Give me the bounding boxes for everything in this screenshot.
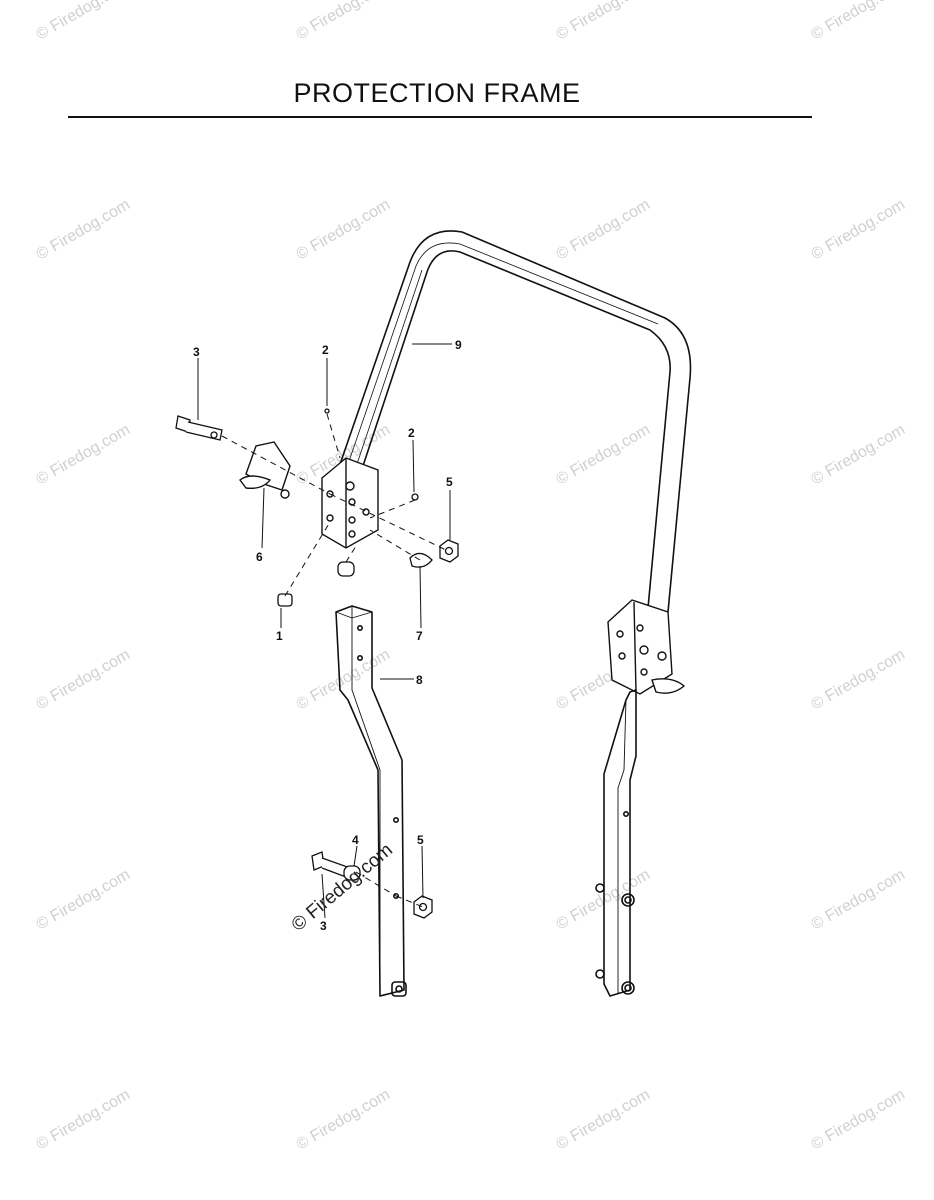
watermark-text: © Firedog.com xyxy=(809,421,909,488)
callout-number: 1 xyxy=(276,629,283,643)
hardware xyxy=(175,408,459,919)
left-pivot-bracket xyxy=(321,457,379,549)
watermark-text: © Firedog.com xyxy=(809,1086,909,1153)
left-lower-leg xyxy=(335,605,407,997)
watermark-layer: © Firedog.com © Firedog.com © Firedog.co… xyxy=(34,0,909,1153)
callout-number: 3 xyxy=(320,919,327,933)
leader-lines xyxy=(197,343,452,919)
upper-roll-bar xyxy=(337,230,692,613)
callout-number: 9 xyxy=(455,338,462,352)
watermark-text: © Firedog.com xyxy=(34,421,134,488)
watermark-text: © Firedog.com xyxy=(809,646,909,713)
watermark-text: © Firedog.com xyxy=(34,646,134,713)
callout-number: 6 xyxy=(256,550,263,564)
callout-number: 5 xyxy=(417,833,424,847)
right-pivot-bracket xyxy=(607,599,686,695)
callout-number: 4 xyxy=(352,833,359,847)
watermark-text-prominent: © Firedog.com xyxy=(288,839,397,935)
watermark-text: © Firedog.com xyxy=(554,0,654,43)
watermark-text: © Firedog.com xyxy=(294,0,394,43)
watermark-text: © Firedog.com xyxy=(809,196,909,263)
page-title: PROTECTION FRAME xyxy=(293,78,581,108)
callout-number: 7 xyxy=(416,629,423,643)
assembly-lines xyxy=(221,413,449,908)
callout-number: 5 xyxy=(446,475,453,489)
watermark-text: © Firedog.com xyxy=(294,1086,394,1153)
watermark-text: © Firedog.com xyxy=(34,866,134,933)
watermark-text: © Firedog.com xyxy=(34,0,134,43)
callout-number: 8 xyxy=(416,673,423,687)
watermark-text: © Firedog.com xyxy=(294,196,394,263)
watermark-text: © Firedog.com xyxy=(34,1086,134,1153)
watermark-text: © Firedog.com xyxy=(554,421,654,488)
right-lower-leg xyxy=(595,689,637,997)
callout-number: 2 xyxy=(322,343,329,357)
callout-number: 2 xyxy=(408,426,415,440)
callout-number: 3 xyxy=(193,345,200,359)
latch-plate xyxy=(239,441,291,499)
callout-labels: 3 2 9 2 5 6 1 7 8 4 5 3 xyxy=(193,338,462,933)
watermark-text: © Firedog.com xyxy=(554,1086,654,1153)
watermark-text: © Firedog.com xyxy=(809,0,909,43)
watermark-text: © Firedog.com xyxy=(809,866,909,933)
title-underline xyxy=(68,116,812,118)
watermark-text: © Firedog.com xyxy=(34,196,134,263)
watermark-text: © Firedog.com xyxy=(554,196,654,263)
